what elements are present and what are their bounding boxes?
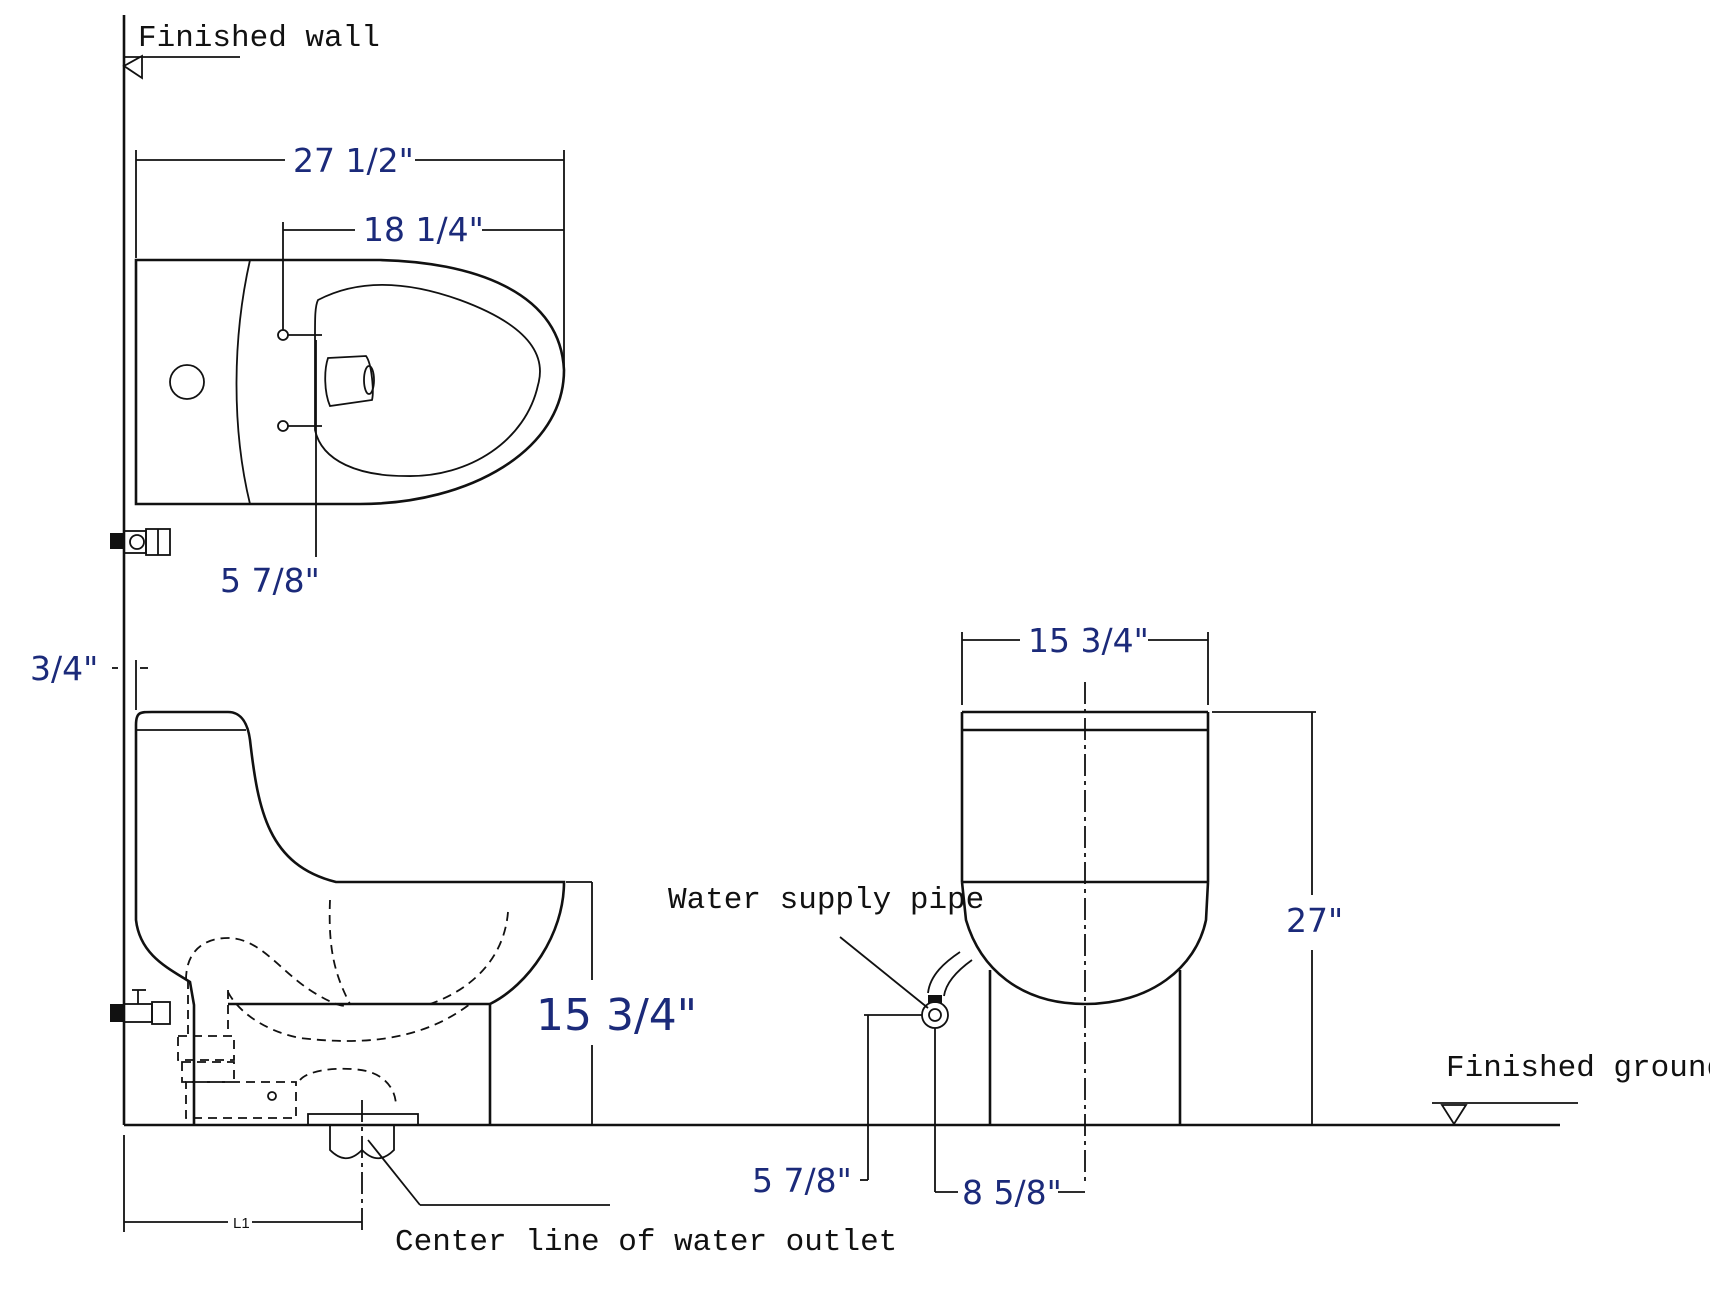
dim-front-total-height: 27" [1286, 901, 1343, 940]
flush-button-icon [169, 364, 205, 400]
dim-side-seat-height: 15 3/4" [536, 990, 697, 1041]
front-view: 15 3/4" 27" Water supply pipe 5 7/8" [668, 621, 1343, 1212]
top-view: 27 1/2" 18 1/4" 5 7/8" [134, 141, 566, 600]
center-line-water-outlet-label: Center line of water outlet [395, 1225, 897, 1260]
dim-l1-label: L1 [233, 1215, 250, 1232]
finished-wall-label: Finished wall [138, 21, 380, 56]
dim-side-wall-gap: 3/4" [30, 649, 98, 688]
side-view: 3/4" Center line of water outlet L1 [30, 649, 897, 1260]
dim-top-outlet-to-front: 18 1/4" [363, 210, 484, 249]
supply-valve-side-icon [110, 989, 171, 1025]
dim-front-centerline-offset: 8 5/8" [962, 1173, 1062, 1212]
dim-top-supply-offset: 5 7/8" [220, 561, 320, 600]
dim-front-supply-offset: 5 7/8" [752, 1161, 852, 1200]
supply-valve-top-icon [110, 528, 171, 556]
water-supply-pipe-label: Water supply pipe [668, 883, 984, 918]
finished-wall: Finished wall [122, 15, 380, 1125]
dim-top-overall-length: 27 1/2" [293, 141, 414, 180]
finished-ground-label: Finished ground [1446, 1051, 1710, 1086]
dim-front-width: 15 3/4" [1028, 621, 1149, 660]
